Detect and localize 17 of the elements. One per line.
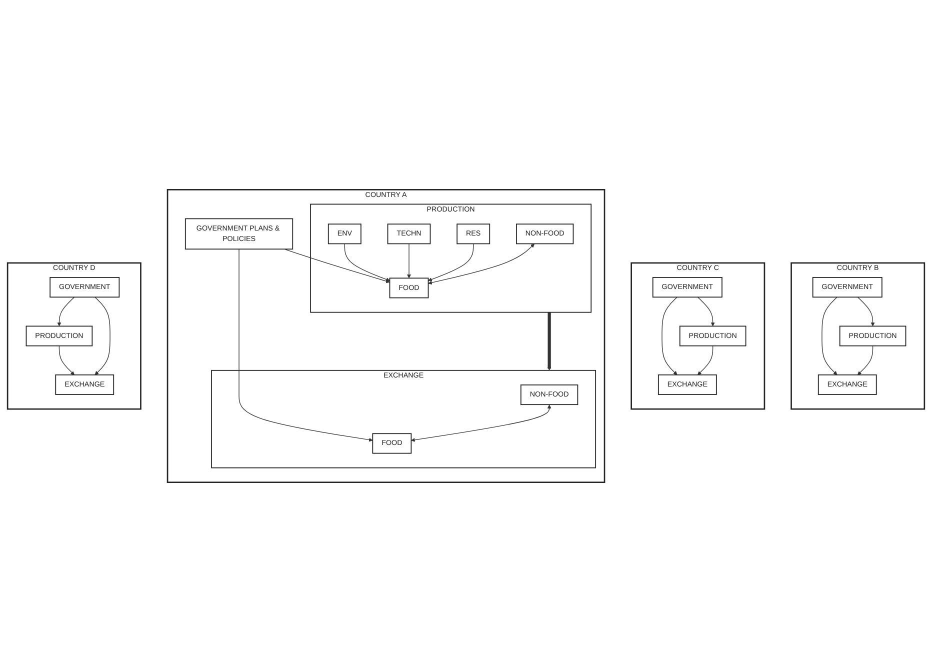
arrow <box>344 243 390 282</box>
arrow <box>411 404 552 442</box>
arrow <box>857 346 874 376</box>
arrow <box>428 243 474 282</box>
arrow <box>428 244 535 285</box>
arrow <box>822 296 838 376</box>
arrow <box>94 296 110 376</box>
arrow <box>284 248 390 284</box>
arrow <box>58 346 75 376</box>
arrow <box>697 296 715 326</box>
arrow <box>57 296 75 326</box>
arrow <box>238 248 373 442</box>
arrow <box>698 346 714 376</box>
arrow <box>662 296 678 376</box>
arrow <box>857 296 875 326</box>
arrow <box>407 243 411 278</box>
arrow <box>547 312 552 371</box>
